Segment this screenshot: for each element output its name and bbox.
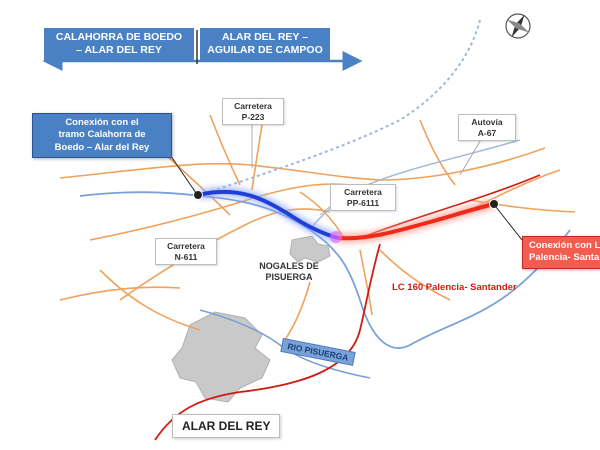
callout-calahorra-connection[interactable]: Conexión con el tramo Calahorra de Boedo… [32,113,172,159]
label-n611-line-2: N-611 [174,251,198,262]
rail-label: LC 160 Palencia- Santander [392,282,517,293]
label-a67-line-2: A-67 [477,127,497,138]
label-a67: Autovía A-67 [458,114,516,142]
label-pp6111-line-1: Carretera [344,187,382,197]
compass-icon [502,10,534,42]
river-branch [309,139,521,231]
dashed-connection [199,19,481,196]
right-callout-line [495,206,523,241]
alar-del-rey-town-area [171,311,271,403]
label-a67-line-1: Autovía [471,117,503,127]
label-p223: Carretera P-223 [222,98,284,126]
label-pp6111-line-2: PP-6111 [346,197,380,208]
place-nogales: NOGALES DE PISUERGA [254,261,324,284]
label-n611: Carretera N-611 [155,238,217,266]
banner-alar-aguilar: ALAR DEL REY – AGUILAR DE CAMPOO [200,28,330,61]
callout-palencia-connection[interactable]: Conexión con L Palencia- Santa [522,236,600,269]
label-p223-line-2: P-223 [241,111,265,122]
pisuerga-river [79,191,571,349]
label-pp6111: Carretera PP-6111 [330,184,396,212]
banner-calahorra-alar: CALAHORRA DE BOEDO – ALAR DEL REY [44,28,194,61]
label-p223-line-1: Carretera [234,101,272,111]
callout-left-line-1: Conexión con el [65,117,139,128]
place-nogales-line-2: PISUERGA [265,272,313,283]
blue-section [197,189,339,240]
banner-right-line-1: ALAR DEL REY – [222,31,308,43]
a67-leader [459,137,483,176]
lc160-railway [154,243,381,441]
place-alar-del-rey: ALAR DEL REY [172,414,281,438]
callout-left-line-2: tramo Calahorra de [58,129,146,141]
banner-right-line-2: AGUILAR DE CAMPOO [207,44,323,57]
banner-left-line-1: CALAHORRA DE BOEDO [55,31,183,43]
callout-right-line-2: Palencia- Santa [529,252,600,264]
label-n611-line-1: Carretera [167,241,205,251]
transition-point [330,231,342,243]
callout-left-line-3: Boedo – Alar del Rey [54,141,150,153]
red-section [337,202,495,241]
river-lower [199,309,371,379]
right-connection-point[interactable] [489,199,499,209]
nogales-town-area [289,235,331,263]
banner-left-line-2: – ALAR DEL REY [76,44,162,57]
place-nogales-line-1: NOGALES DE [259,261,319,271]
callout-right-line-1: Conexión con L [529,240,600,251]
